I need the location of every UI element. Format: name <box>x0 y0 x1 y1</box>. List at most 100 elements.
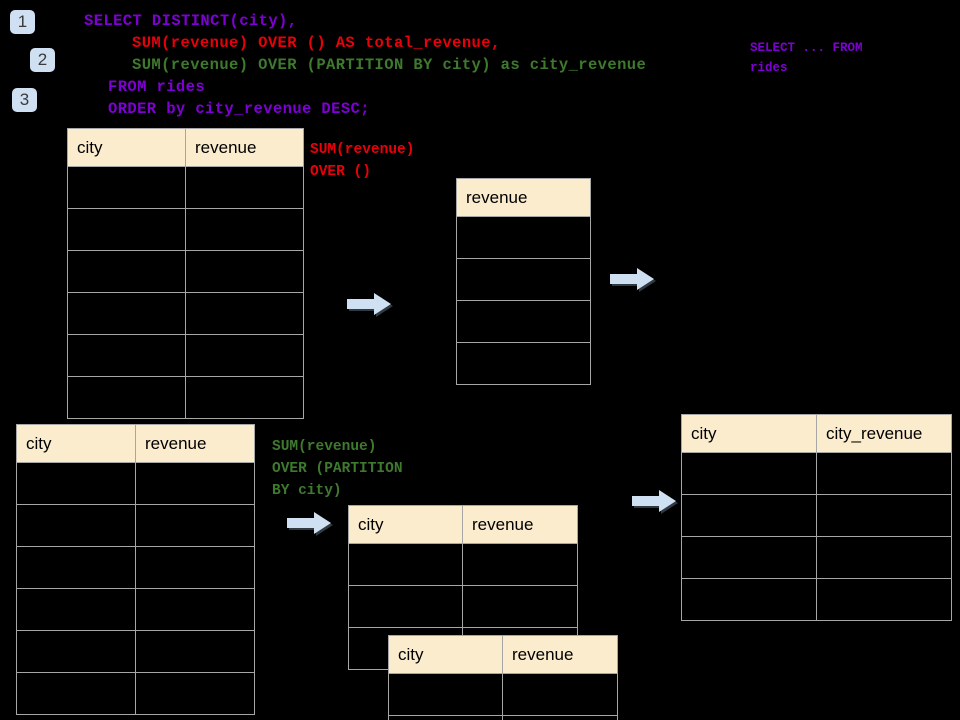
table-row <box>681 494 952 537</box>
table-cell-empty <box>16 630 136 673</box>
table-cell-empty <box>816 494 952 537</box>
table-cell-empty <box>456 342 591 385</box>
table-row <box>456 342 591 385</box>
column-header-revenue: revenue <box>185 128 304 167</box>
table-cell-empty <box>135 588 255 631</box>
table-cell-empty <box>348 543 463 586</box>
table-cell-empty <box>185 250 304 293</box>
table-row <box>16 504 255 547</box>
table-row <box>67 166 304 209</box>
table-row <box>456 258 591 301</box>
sql-line-3: SUM(revenue) OVER (PARTITION BY city) as… <box>132 56 647 74</box>
table-cell-empty <box>388 715 503 720</box>
table-cell-empty <box>681 578 817 621</box>
column-header-city: city <box>388 635 503 674</box>
table-cell-empty <box>502 715 618 720</box>
sql-query-block: SELECT DISTINCT(city), SUM(revenue) OVER … <box>84 12 646 122</box>
table-cell-empty <box>681 536 817 579</box>
table-row <box>681 578 952 621</box>
column-header-city: city <box>67 128 186 167</box>
table-cell-empty <box>16 462 136 505</box>
table-cell-empty <box>67 292 186 335</box>
table-cell-empty <box>67 334 186 377</box>
table-cell-empty <box>816 536 952 579</box>
arrow-right-icon <box>347 293 393 317</box>
arrow-right-icon <box>632 490 678 514</box>
table-row <box>16 546 255 589</box>
table-row <box>67 334 304 377</box>
table-header-row: revenue <box>456 178 591 217</box>
table-cell-empty <box>185 334 304 377</box>
table-cell-empty <box>135 630 255 673</box>
sum-over-empty-label: SUM(revenue) OVER () <box>310 142 415 180</box>
table-cell-empty <box>67 376 186 419</box>
table-cell-empty <box>16 672 136 715</box>
table-cell-empty <box>185 208 304 251</box>
table-cell-empty <box>135 462 255 505</box>
table-cell-empty <box>185 166 304 209</box>
table-row <box>388 673 618 716</box>
step-badge-1: 1 <box>10 10 35 34</box>
table-cell-empty <box>135 504 255 547</box>
table-row <box>67 250 304 293</box>
select-from-rides-note: SELECT ... FROM rides <box>750 41 863 75</box>
table-row <box>348 543 578 586</box>
table-row <box>456 300 591 343</box>
table-row <box>67 208 304 251</box>
column-header-city: city <box>16 424 136 463</box>
step-badge-2: 2 <box>30 48 55 72</box>
sql-line-1: SELECT DISTINCT(city), <box>84 12 298 30</box>
table-cell-empty <box>681 452 817 495</box>
table-cell-empty <box>462 543 578 586</box>
column-header-revenue: revenue <box>502 635 618 674</box>
table-cell-empty <box>388 673 503 716</box>
table-cell-empty <box>135 546 255 589</box>
table-cell-empty <box>681 494 817 537</box>
table-cell-empty <box>456 258 591 301</box>
table-cell-empty <box>816 578 952 621</box>
table-cell-empty <box>135 672 255 715</box>
column-header-revenue: revenue <box>135 424 255 463</box>
table-cell-empty <box>16 504 136 547</box>
column-header-city: city <box>681 414 817 453</box>
table-row <box>348 585 578 628</box>
table-cell-empty <box>67 208 186 251</box>
column-header-city: city <box>348 505 463 544</box>
arrow-source-to-total <box>345 291 393 317</box>
arrow-right-icon <box>287 512 333 536</box>
table-row <box>16 630 255 673</box>
table-cell-empty <box>456 216 591 259</box>
column-header-revenue: revenue <box>462 505 578 544</box>
table-row <box>456 216 591 259</box>
table-cell-empty <box>185 292 304 335</box>
arrow-right-icon <box>610 268 656 292</box>
table-cell-empty <box>67 166 186 209</box>
total-revenue-table: revenue <box>456 178 591 385</box>
sql-line-4: FROM rides <box>108 78 206 96</box>
table-cell-empty <box>16 588 136 631</box>
sql-line-5: ORDER by city_revenue DESC; <box>108 100 370 118</box>
table-row <box>681 452 952 495</box>
table-cell-empty <box>456 300 591 343</box>
arrow-source-to-partition <box>285 510 333 536</box>
arrow-total-to-result <box>608 266 656 292</box>
table-row <box>388 715 618 720</box>
step-badge-3: 3 <box>12 88 37 112</box>
table-cell-empty <box>185 376 304 419</box>
table-cell-empty <box>462 585 578 628</box>
table-cell-empty <box>348 585 463 628</box>
table-row <box>16 462 255 505</box>
table-cell-empty <box>16 546 136 589</box>
table-row <box>67 292 304 335</box>
table-row <box>681 536 952 579</box>
arrow-partition-to-result <box>630 488 678 514</box>
